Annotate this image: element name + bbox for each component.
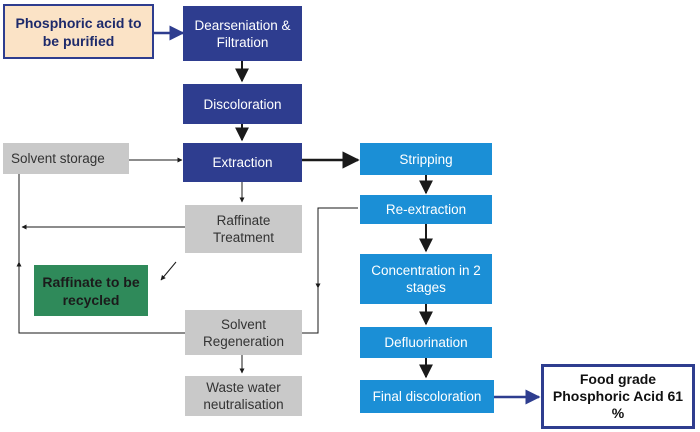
input-node: Phosphoric acid to be purified <box>3 4 154 59</box>
raffinate-recycled-label: Raffinate to be recycled <box>42 273 140 308</box>
raffinate-recycled-node: Raffinate to be recycled <box>34 265 148 316</box>
solvent-storage-node: Solvent storage <box>3 143 129 174</box>
re-extraction-node: Re-extraction <box>360 195 492 224</box>
arrow-to-raffinate-recycled <box>160 261 177 281</box>
solvent-regeneration-label: Solvent Regeneration <box>202 316 285 349</box>
extraction-node: Extraction <box>183 143 302 182</box>
stripping-node: Stripping <box>360 143 492 175</box>
dearseniation-label: Dearseniation & Filtration <box>194 17 291 50</box>
re-extraction-label: Re-extraction <box>385 202 467 217</box>
extraction-label: Extraction <box>212 155 273 170</box>
defluorination-label: Defluorination <box>384 335 468 350</box>
concentration-node: Concentration in 2 stages <box>360 254 492 304</box>
solvent-regeneration-node: Solvent Regeneration <box>185 310 302 355</box>
waste-water-label: Waste water neutralisation <box>203 380 284 412</box>
dearseniation-node: Dearseniation & Filtration <box>183 6 302 61</box>
solvent-storage-label: Solvent storage <box>11 151 105 166</box>
output-label: Food grade Phosphoric Acid 61 % <box>552 371 684 421</box>
concentration-label: Concentration in 2 stages <box>371 263 481 295</box>
final-discoloration-label: Final discoloration <box>372 389 482 404</box>
final-discoloration-node: Final discoloration <box>360 380 494 413</box>
discoloration-node: Discoloration <box>183 84 302 124</box>
line-reextraction-to-regeneration <box>302 207 358 334</box>
discoloration-label: Discoloration <box>203 96 282 112</box>
input-label: Phosphoric acid to be purified <box>15 14 142 49</box>
line-storage-to-regeneration <box>18 174 185 334</box>
output-node: Food grade Phosphoric Acid 61 % <box>541 364 695 429</box>
stripping-label: Stripping <box>399 151 453 167</box>
waste-water-node: Waste water neutralisation <box>185 376 302 416</box>
raffinate-treatment-node: Raffinate Treatment <box>185 205 302 253</box>
defluorination-node: Defluorination <box>360 327 492 358</box>
raffinate-treatment-label: Raffinate Treatment <box>212 213 275 245</box>
